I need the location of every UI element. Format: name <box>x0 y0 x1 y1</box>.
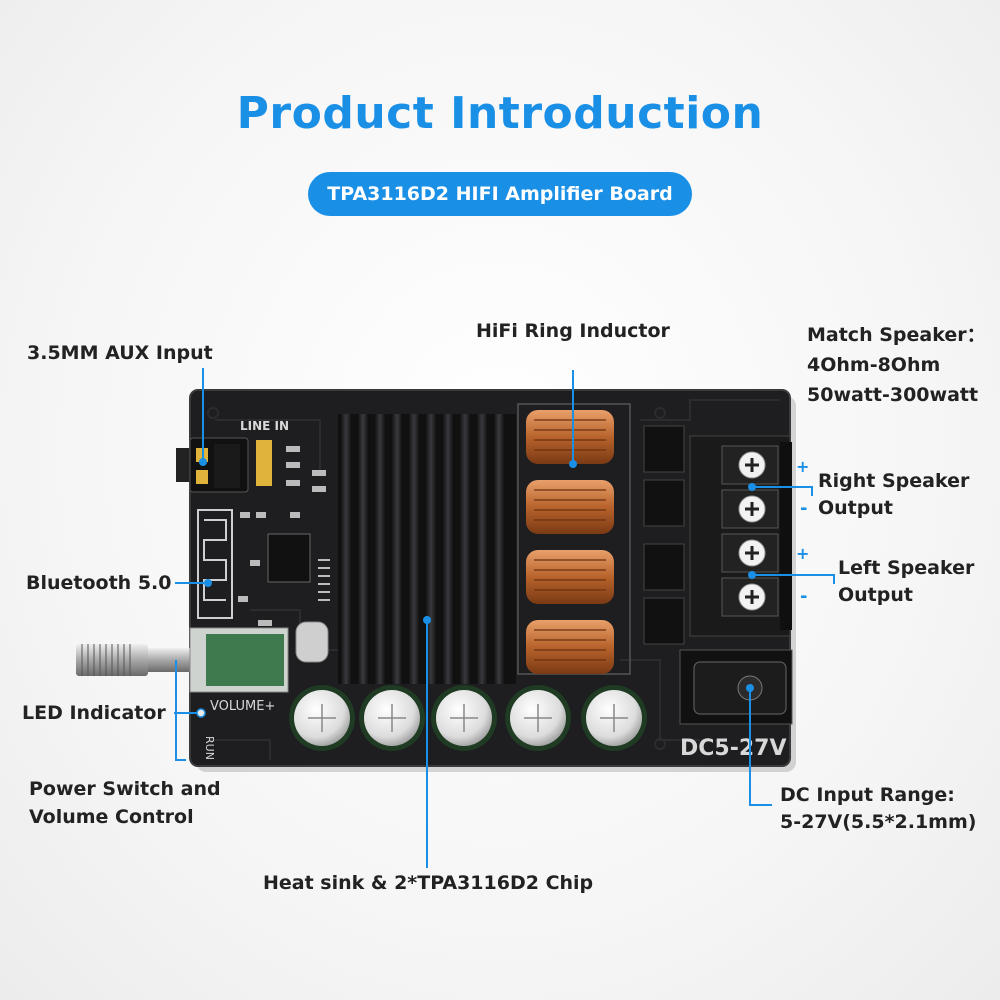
match-speaker-line2: 4Ohm-8Ohm <box>807 354 941 376</box>
volume-silkscreen: VOLUME+ <box>210 699 275 714</box>
match-speaker-line3: 50watt-300watt <box>807 384 979 406</box>
right-plus-mark: + <box>796 457 809 476</box>
led-indicator-label: LED Indicator <box>22 702 166 724</box>
electrolytic-capacitors <box>289 685 647 751</box>
bluetooth-label: Bluetooth 5.0 <box>26 572 172 594</box>
left-output-line2: Output <box>838 584 913 606</box>
power-volume-line2: Volume Control <box>29 806 194 828</box>
dc-input-jack <box>679 649 793 725</box>
right-output-leader-line <box>752 486 813 496</box>
ring-inductors <box>517 403 631 675</box>
dc-input-line1: DC Input Range: <box>780 784 955 806</box>
volume-potentiometer <box>76 627 289 693</box>
page-title: Product Introduction <box>236 88 764 139</box>
left-output-line1: Left Speaker <box>838 557 975 579</box>
left-minus-mark: - <box>800 586 807 607</box>
dc-rating-silkscreen: DC5-27V <box>680 736 787 761</box>
right-output-line2: Output <box>818 497 893 519</box>
right-output-line1: Right Speaker <box>818 470 970 492</box>
dc-input-leader-line <box>749 688 772 806</box>
aux-input-label: 3.5MM AUX Input <box>27 342 213 364</box>
power-volume-leader-line <box>175 660 186 761</box>
product-name-badge: TPA3116D2 HIFI Amplifier Board <box>308 172 692 216</box>
power-volume-line1: Power Switch and <box>29 778 221 800</box>
left-output-leader-line <box>752 574 835 584</box>
match-speaker-line1: Match Speaker： <box>807 324 986 346</box>
left-plus-mark: + <box>796 544 809 563</box>
ring-inductor-label: HiFi Ring Inductor <box>476 320 670 342</box>
aux-jack <box>176 437 272 493</box>
run-silkscreen: RUN <box>203 736 216 760</box>
right-minus-mark: - <box>800 498 807 519</box>
speaker-terminal-block <box>689 435 792 637</box>
dc-input-line2: 5-27V(5.5*2.1mm) <box>780 811 977 833</box>
led-indicator <box>196 708 206 718</box>
line-in-silkscreen: LINE IN <box>240 419 289 433</box>
heatsink-chip-label: Heat sink & 2*TPA3116D2 Chip <box>263 872 594 894</box>
bluetooth-antenna <box>197 509 233 619</box>
